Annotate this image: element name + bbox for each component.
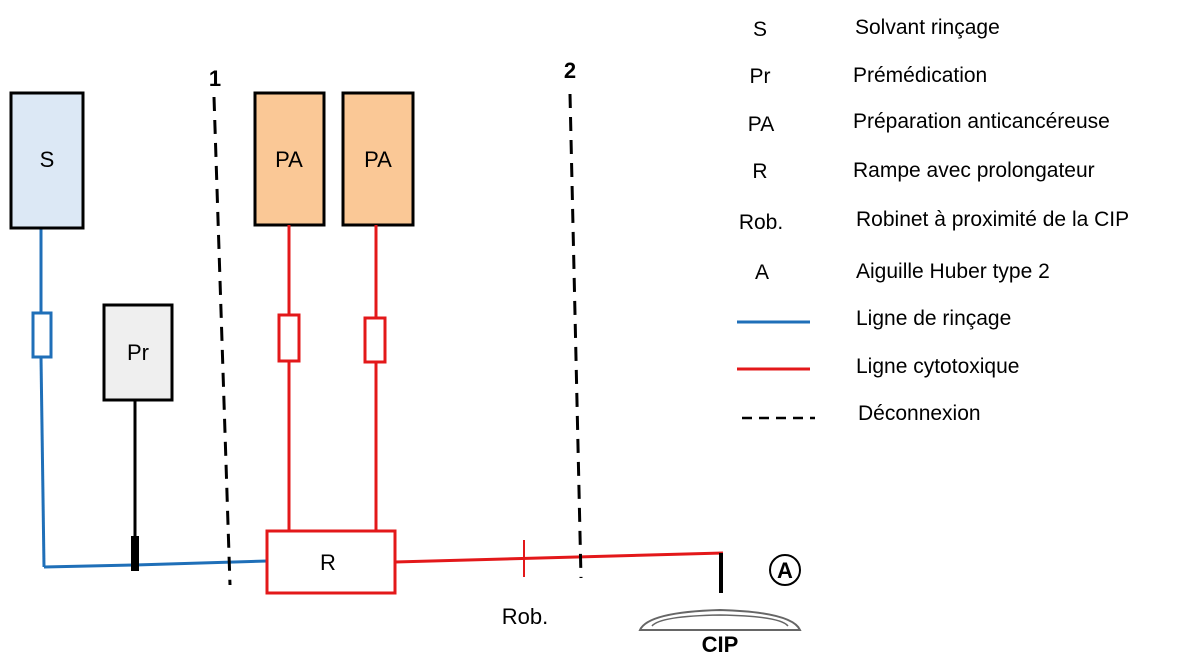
legend-text-cytotoxic-line: Ligne cytotoxique bbox=[856, 355, 1019, 378]
legend-symbol-pr: Pr bbox=[750, 65, 771, 88]
cytotoxic-filter-2 bbox=[363, 316, 387, 364]
legend-text-rinse-line: Ligne de rinçage bbox=[856, 307, 1011, 330]
cytotoxic-filter-1 bbox=[277, 313, 301, 363]
rinse-line-filter bbox=[31, 311, 53, 359]
aiguille-marker: A bbox=[769, 554, 801, 586]
cytotoxic-line bbox=[287, 225, 724, 564]
robinet-label: Rob. bbox=[502, 604, 548, 629]
legend-symbol-s: S bbox=[753, 18, 767, 41]
pa-1-label: PA bbox=[275, 147, 303, 172]
rampe: R bbox=[265, 529, 397, 595]
legend-symbol-r: R bbox=[752, 160, 767, 183]
aiguille-label: A bbox=[777, 558, 793, 583]
disconnection-2-label: 2 bbox=[564, 58, 576, 83]
cip-label: CIP bbox=[702, 632, 739, 654]
legend-text-pr: Prémédication bbox=[853, 64, 987, 87]
legend-text-a: Aiguille Huber type 2 bbox=[856, 260, 1050, 283]
disconnection-1-label: 1 bbox=[209, 66, 221, 91]
legend-text-r: Rampe avec prolongateur bbox=[853, 159, 1095, 182]
legend-symbol-pa: PA bbox=[748, 113, 774, 136]
pa-2-label: PA bbox=[364, 147, 392, 172]
disconnection-line-2 bbox=[568, 93, 583, 579]
premedication-bag: Pr bbox=[102, 303, 174, 402]
rinse-line bbox=[39, 228, 268, 569]
cip-port: CIP bbox=[638, 608, 802, 654]
legend-symbol-a: A bbox=[755, 261, 769, 284]
legend: S Solvant rinçage Pr Prémédication PA Pr… bbox=[737, 16, 1129, 425]
disconnection-line-1 bbox=[212, 96, 232, 586]
legend-text-disconnection: Déconnexion bbox=[858, 402, 981, 425]
legend-text-s: Solvant rinçage bbox=[855, 16, 1000, 39]
pa-bag-1: PA bbox=[253, 91, 326, 227]
premedication-label: Pr bbox=[127, 340, 149, 365]
solvent-bag: S bbox=[9, 91, 85, 230]
legend-text-rob: Robinet à proximité de la CIP bbox=[856, 208, 1129, 231]
solvent-label: S bbox=[40, 147, 55, 172]
legend-symbol-rob: Rob. bbox=[739, 211, 783, 234]
rampe-label: R bbox=[320, 550, 336, 575]
pa-bag-2: PA bbox=[341, 91, 415, 227]
premedication-connector bbox=[131, 536, 139, 571]
legend-text-pa: Préparation anticancéreuse bbox=[853, 110, 1110, 133]
